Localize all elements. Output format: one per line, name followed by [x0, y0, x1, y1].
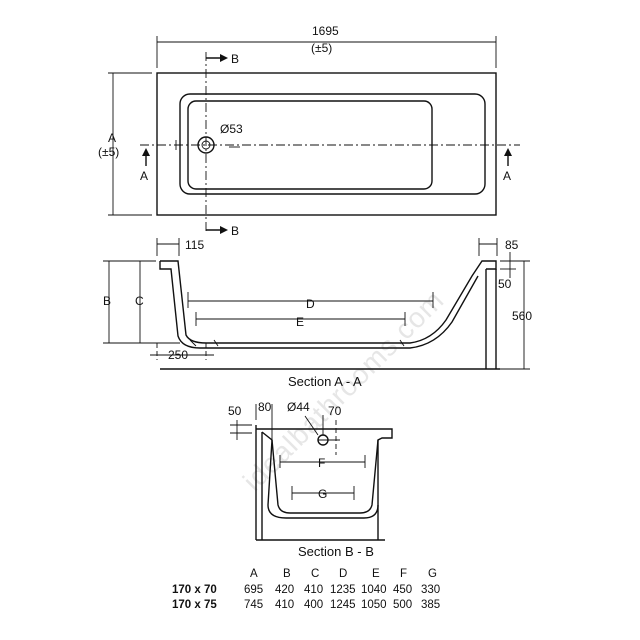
table-header: F: [400, 568, 407, 580]
bb-dim-80: 80: [258, 400, 272, 414]
table-header: B: [283, 568, 291, 580]
bb-dim-44: Ø44: [287, 400, 310, 414]
dim-g-label: G: [318, 487, 327, 501]
table-cell: 450: [393, 584, 412, 596]
section-b-mark-bottom: B: [231, 224, 239, 238]
section-aa-title: Section A - A: [288, 374, 362, 389]
table-header: A: [250, 568, 258, 580]
dim-115: 115: [185, 238, 204, 252]
tub-profile-bb: [256, 428, 393, 514]
table-row-model: 170 x 70: [172, 584, 217, 596]
table-cell: 330: [421, 584, 440, 596]
table-cell: 410: [304, 584, 323, 596]
length-dimension: 1695: [312, 24, 339, 38]
table-cell: 1050: [361, 599, 387, 611]
table-cell: 385: [421, 599, 440, 611]
plan-inner-basin: [179, 93, 486, 195]
table-header: G: [428, 568, 437, 580]
table-row-model: 170 x 75: [172, 599, 217, 611]
section-bb-view: 50 80 Ø44 70 F G Section B - B: [228, 400, 393, 559]
dimension-table: A B C D E F G 170 x 70 695 420 410 1235 …: [172, 568, 440, 611]
table-cell: 1235: [330, 584, 356, 596]
length-tolerance: (±5): [311, 41, 332, 55]
dim-d-label: D: [306, 297, 315, 311]
bath-profile-outer: [160, 260, 497, 344]
table-header: D: [339, 568, 347, 580]
dim-b-label: B: [103, 294, 111, 308]
table-cell: 410: [275, 599, 294, 611]
plan-outer-rim: [156, 72, 497, 216]
dim-e-label: E: [296, 315, 304, 329]
section-a-mark-right: A: [503, 169, 511, 183]
plan-view: Ø53 A A B B 1695 (±5) A (±5): [98, 24, 520, 238]
table-cell: 420: [275, 584, 294, 596]
table-cell: 500: [393, 599, 412, 611]
table-cell: 1245: [330, 599, 356, 611]
table-cell: 400: [304, 599, 323, 611]
watermark: idealbathrooms.com: [237, 284, 450, 497]
bb-dim-50: 50: [228, 404, 242, 418]
section-bb-title: Section B - B: [298, 544, 374, 559]
table-cell: 1040: [361, 584, 387, 596]
waste-diameter-label: Ø53: [220, 122, 243, 136]
width-tolerance: (±5): [98, 145, 119, 159]
section-b-mark-top: B: [231, 52, 239, 66]
table-header: E: [372, 568, 380, 580]
bb-dim-70: 70: [328, 404, 342, 418]
bath-profile-inner: [159, 261, 479, 349]
table-cell: 695: [244, 584, 263, 596]
dim-85: 85: [505, 238, 519, 252]
dim-250: 250: [168, 348, 188, 362]
dim-50: 50: [498, 277, 512, 291]
table-header: C: [311, 568, 319, 580]
section-a-mark-left: A: [140, 169, 148, 183]
section-aa-view: 115 85 50 560 B C D E: [103, 238, 532, 389]
dim-c-label: C: [135, 294, 144, 308]
table-cell: 745: [244, 599, 263, 611]
width-dimension: A: [108, 131, 116, 145]
dim-560: 560: [512, 309, 532, 323]
dim-f-label: F: [318, 456, 325, 470]
